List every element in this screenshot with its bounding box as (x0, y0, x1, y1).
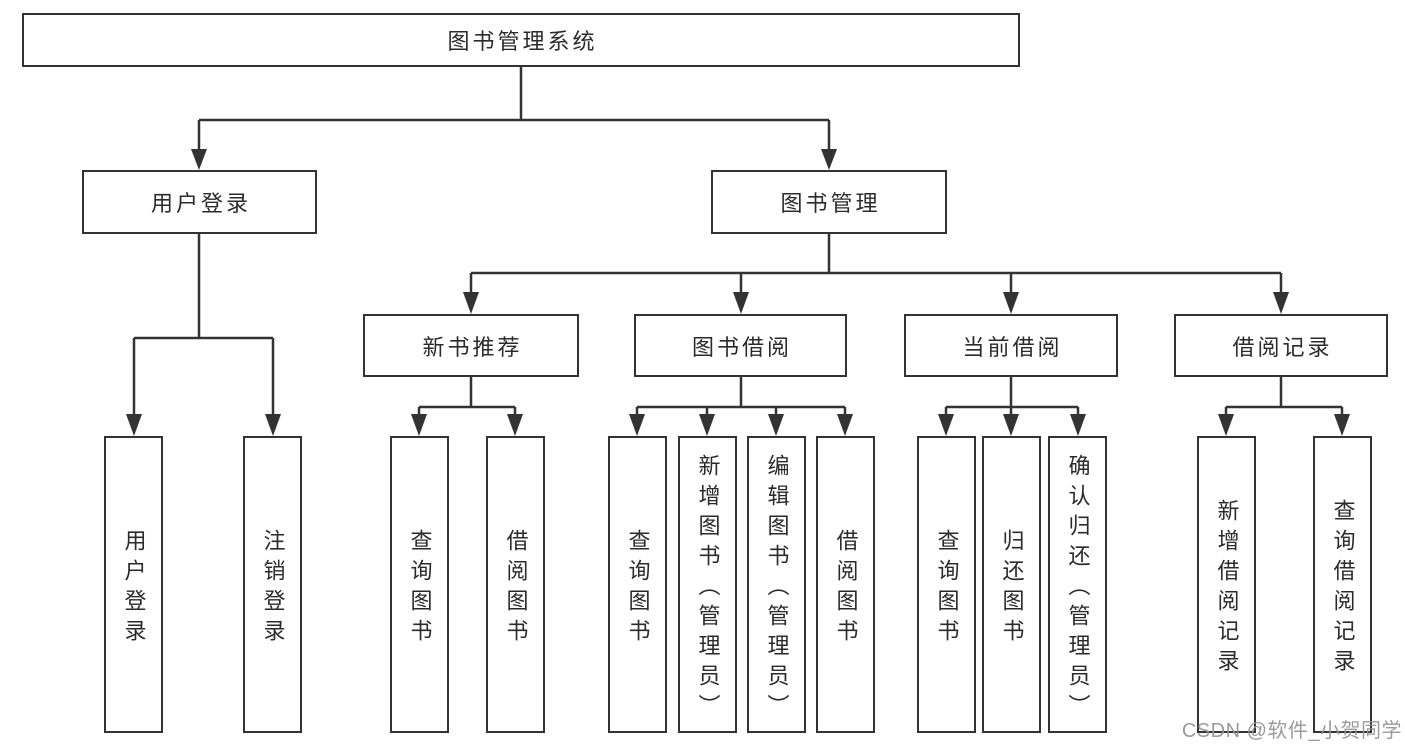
leaf-label: 查询图书 (407, 528, 433, 649)
leaf-label: 查询图书 (625, 528, 651, 649)
leaf-add-book-admin: 新增图书（管理员） (678, 436, 737, 733)
node-book-borrow: 图书借阅 (634, 314, 847, 377)
leaf-add-borrow-record: 新增借阅记录 (1197, 436, 1256, 733)
leaf-label: 归还图书 (999, 528, 1025, 649)
arrowhead-icons (126, 149, 1350, 436)
leaf-label: 确认归还（管理员） (1065, 453, 1091, 724)
node-user-login: 用户登录 (82, 170, 317, 234)
leaf-query-book-borrow: 查询图书 (608, 436, 667, 733)
leaf-return-book: 归还图书 (982, 436, 1041, 733)
node-borrow-records: 借阅记录 (1174, 314, 1388, 377)
leaf-label: 注销登录 (260, 528, 286, 649)
leaf-borrow-book: 借阅图书 (816, 436, 875, 733)
leaf-edit-book-admin: 编辑图书（管理员） (747, 436, 806, 733)
leaf-query-book-current: 查询图书 (917, 436, 976, 733)
leaf-label: 用户登录 (121, 528, 147, 649)
node-current-borrow: 当前借阅 (904, 314, 1118, 377)
leaf-user-login: 用户登录 (104, 436, 163, 733)
leaf-label: 查询借阅记录 (1330, 498, 1356, 679)
leaf-logout: 注销登录 (243, 436, 302, 733)
leaf-query-book-recommend: 查询图书 (390, 436, 449, 733)
leaf-label: 查询图书 (934, 528, 960, 649)
leaf-confirm-return-admin: 确认归还（管理员） (1048, 436, 1107, 733)
leaf-label: 新增图书（管理员） (695, 453, 721, 724)
node-root-library-system: 图书管理系统 (22, 13, 1020, 67)
node-new-book-recommend: 新书推荐 (363, 314, 579, 377)
leaf-query-borrow-record: 查询借阅记录 (1313, 436, 1372, 733)
leaf-label: 新增借阅记录 (1214, 498, 1240, 679)
leaf-borrow-book-recommend: 借阅图书 (486, 436, 545, 733)
leaf-label: 借阅图书 (833, 528, 859, 649)
node-book-management: 图书管理 (711, 170, 947, 234)
leaf-label: 编辑图书（管理员） (764, 453, 790, 724)
leaf-label: 借阅图书 (503, 528, 529, 649)
watermark-text: CSDN @软件_小贺同学 (1181, 720, 1402, 742)
